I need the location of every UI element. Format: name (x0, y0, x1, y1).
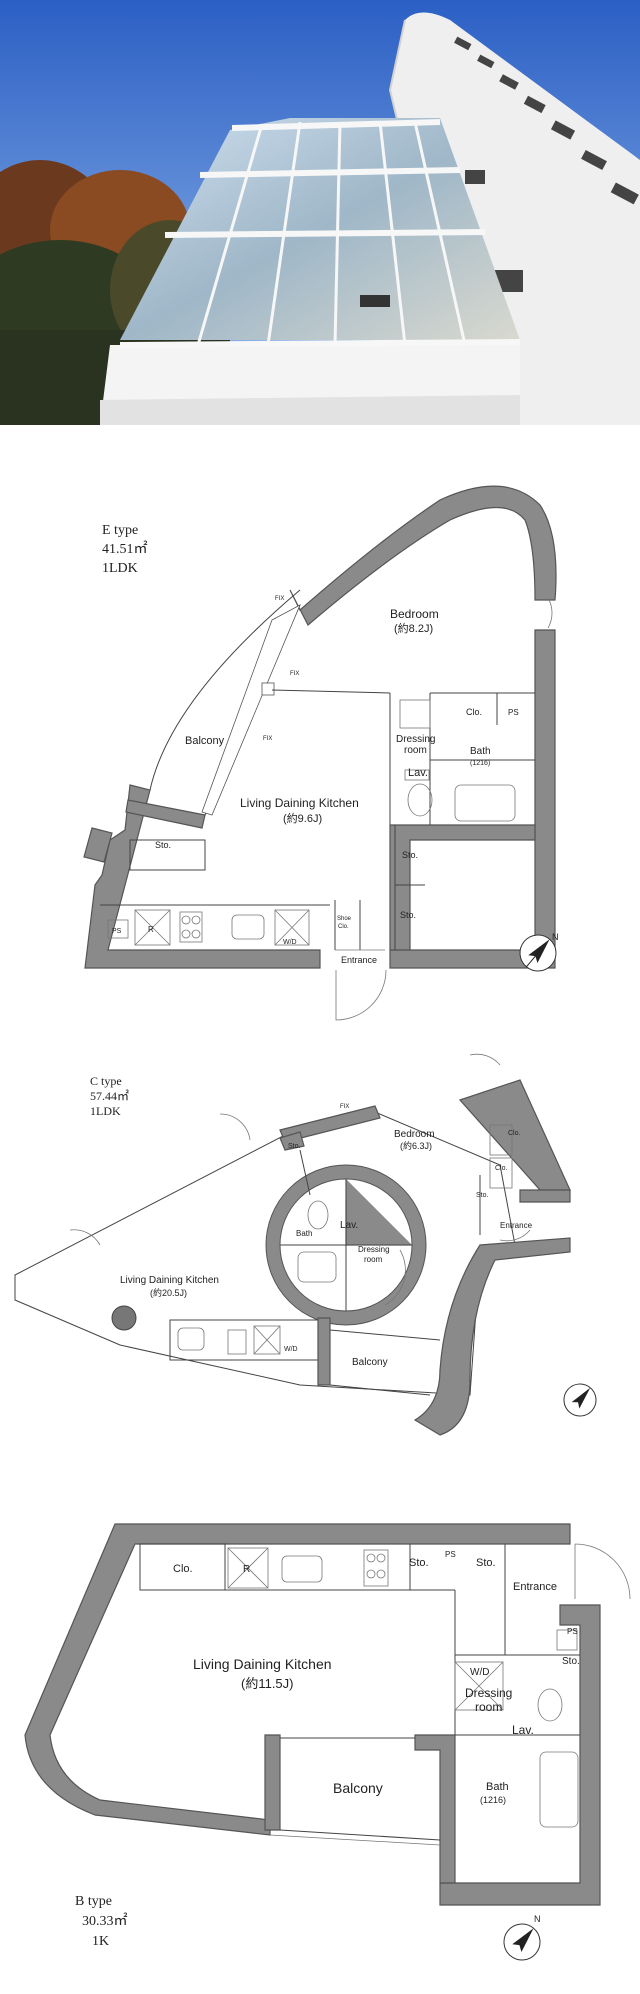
e-wd-label: W/D (283, 939, 297, 946)
b-sto3-label: Sto. (562, 1656, 580, 1667)
e-dressing-label: Dressing (396, 734, 435, 745)
b-compass-icon (503, 1923, 541, 1961)
c-wd-label: W/D (284, 1346, 298, 1353)
b-sto1-label: Sto. (409, 1557, 429, 1569)
e-fix2-label: FIX (263, 736, 272, 742)
b-wall-balcony (264, 1734, 281, 1831)
e-compass-n: N (552, 932, 559, 942)
e-ldk-size: (約9.6J) (283, 811, 322, 825)
e-r-label: R (148, 925, 154, 934)
c-ldk-label: Living Daining Kitchen (120, 1275, 219, 1286)
e-entrance-label: Entrance (341, 955, 377, 965)
b-area-label: 30.33㎡ (82, 1913, 128, 1929)
e-ldk-label: Living Daining Kitchen (240, 796, 359, 810)
b-ps2-label: PS (567, 1627, 578, 1636)
c-bedroom-size: (約6.3J) (400, 1140, 432, 1151)
c-balcony-label: Balcony (352, 1357, 388, 1368)
c-lav-label: Lav. (340, 1220, 358, 1231)
c-room-label: room (364, 1255, 383, 1264)
wall-balcony-base (125, 799, 206, 829)
e-sto2-label: Sto. (402, 850, 418, 860)
e-layout-label: 1LDK (102, 561, 138, 576)
wall-bath-core (389, 824, 536, 951)
b-compass-n: N (534, 1914, 541, 1924)
e-fix3-label: FIX (275, 596, 284, 602)
e-bath-label: Bath (470, 746, 491, 757)
c-clo1-label: Clo. (508, 1130, 521, 1137)
b-ldk-label: Living Daining Kitchen (193, 1656, 332, 1672)
c-fix-label: FIX (340, 1104, 349, 1110)
e-lav-label: Lav. (408, 767, 428, 779)
floor-plan-c-type: C type 57.44㎡ 1LDK Bedroom (約6.3J) Livin… (14, 1053, 597, 1436)
b-ldk-size: (約11.5J) (241, 1676, 294, 1691)
b-room-label: room (475, 1700, 502, 1714)
e-bath-size: (1216) (470, 760, 490, 767)
e-compass-icon (519, 934, 557, 972)
e-ps1-label: PS (508, 708, 519, 717)
c-sto1-label: Sto. (288, 1143, 301, 1150)
b-type-label: B type (75, 1894, 112, 1909)
b-bath-label: Bath (486, 1781, 509, 1793)
e-bedroom-label: Bedroom (390, 607, 439, 621)
c-wall-small (279, 1131, 305, 1151)
c-area-label: 57.44㎡ (90, 1089, 129, 1103)
e-balcony-label: Balcony (185, 735, 225, 747)
c-clo2-label: Clo. (495, 1165, 508, 1172)
b-layout-label: 1K (92, 1934, 109, 1949)
b-wall-balcony-right (414, 1734, 456, 1884)
e-bedroom-size: (約8.2J) (394, 621, 433, 635)
c-sto2-label: Sto. (476, 1192, 489, 1199)
c-compass-icon (563, 1383, 597, 1417)
c-wall-lower-right (413, 1237, 571, 1436)
c-bedroom-label: Bedroom (394, 1129, 435, 1140)
c-entrance-label: Entrance (500, 1221, 533, 1230)
b-dressing-label: Dressing (465, 1686, 512, 1700)
e-clo-label: Clo. (466, 707, 482, 717)
b-entrance-label: Entrance (513, 1581, 557, 1593)
c-wall-mid-right (519, 1189, 571, 1203)
e-type-label: E type (102, 523, 138, 538)
b-ps1-label: PS (445, 1550, 456, 1559)
wall-curved-top (289, 485, 557, 626)
b-clo-label: Clo. (173, 1563, 193, 1575)
floor-plan-b-type: Clo. R Sto. PS Sto. Entrance Living Dain… (24, 1523, 631, 1961)
c-dressing-label: Dressing (358, 1245, 390, 1254)
b-lav-label: Lav. (512, 1723, 534, 1737)
b-sto2-label: Sto. (476, 1557, 496, 1569)
c-bath-label: Bath (296, 1229, 312, 1238)
e-sto3-label: Sto. (400, 910, 416, 920)
c-type-label: C type (90, 1074, 122, 1088)
e-ps2-label: PS (112, 928, 122, 935)
e-shoe-label: Shoe (337, 916, 352, 922)
wall-left-stub (83, 827, 113, 863)
c-ldk-size: (約20.5J) (150, 1287, 187, 1298)
b-wall-outer (24, 1523, 571, 1836)
floor-plan-e-type: E type 41.51㎡ 1LDK Bedroom (約8.2J) Balco… (83, 485, 559, 1021)
e-area-label: 41.51㎡ (102, 541, 148, 557)
e-fix1-label: FIX (290, 671, 299, 677)
e-sto1-label: Sto. (155, 840, 171, 850)
e-room-label: room (404, 745, 427, 756)
b-wd-label: W/D (470, 1667, 489, 1678)
b-r-label: R (243, 1564, 250, 1575)
glass-facade (100, 118, 521, 425)
b-bath-size: (1216) (480, 1795, 506, 1805)
building-photo (0, 0, 640, 425)
b-balcony-label: Balcony (333, 1780, 383, 1796)
c-layout-label: 1LDK (90, 1104, 121, 1118)
wall-left (84, 784, 321, 969)
e-shoeclo-label: Clo. (338, 924, 349, 930)
